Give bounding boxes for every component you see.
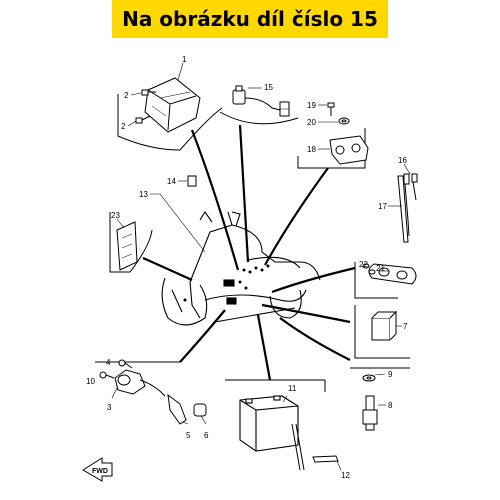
wire-harness-dots [183, 264, 270, 302]
callout-13: 13 [139, 190, 148, 199]
bracket-part-21 [368, 263, 417, 285]
callout-15: 15 [264, 83, 273, 92]
callout-8: 8 [388, 401, 393, 410]
cable-tie-part-16 [403, 173, 418, 237]
bolt-part-4 [118, 359, 133, 369]
reflector-part-23 [116, 221, 138, 271]
fwd-arrow-icon: FWD [82, 457, 113, 482]
callout-9: 9 [388, 370, 393, 379]
washer-part-20 [338, 117, 350, 125]
callout-5: 5 [186, 431, 191, 440]
callout-3: 3 [107, 403, 112, 412]
callout-17: 17 [378, 202, 387, 211]
callout-22: 22 [359, 260, 368, 269]
ecu-module-part-1 [144, 77, 201, 133]
screw-part-19 [327, 102, 335, 116]
cable-tie-part-17 [397, 175, 409, 243]
relay-part-7 [371, 310, 398, 341]
switch-part-8 [362, 395, 378, 431]
callout-12: 12 [341, 471, 350, 480]
callout-10: 10 [86, 377, 95, 386]
cover-part-6 [193, 403, 207, 417]
battery-strap-part-12 [312, 455, 339, 463]
spark-plug-cap-part-5 [167, 393, 187, 425]
callout-4: 4 [106, 358, 111, 367]
bolt-part-2-upper [141, 89, 156, 96]
callout-14: 14 [167, 177, 176, 186]
callout-19: 19 [307, 101, 316, 110]
relay-bracket-part-18 [329, 135, 369, 165]
sensor-connector-part-15 [232, 85, 290, 117]
callout-1: 1 [182, 55, 187, 64]
bolt-part-10 [99, 371, 115, 379]
callout-21: 21 [376, 264, 385, 273]
callout-11: 11 [288, 384, 297, 393]
scooter-outline [161, 211, 321, 326]
ignition-coil-part-3 [114, 369, 166, 397]
callout-labels: 1 2 2 15 19 20 18 16 17 14 13 23 21 22 7… [86, 55, 408, 480]
callout-18: 18 [307, 145, 316, 154]
callout-7: 7 [403, 322, 408, 331]
fwd-label: FWD [92, 468, 108, 475]
part-number-banner: Na obrázku díl číslo 15 [112, 0, 388, 38]
callout-6: 6 [204, 431, 209, 440]
callout-2-upper: 2 [124, 91, 129, 100]
grommet-part-22 [362, 263, 376, 275]
callout-23: 23 [111, 211, 120, 220]
bolt-part-2-lower [135, 115, 151, 124]
washer-part-9 [362, 374, 376, 382]
battery-part-11 [239, 395, 299, 452]
callout-2-lower: 2 [121, 122, 126, 131]
connector-lines [142, 124, 356, 381]
fuse-clip-part-14 [187, 175, 197, 187]
callout-20: 20 [307, 118, 316, 127]
callout-16: 16 [398, 156, 407, 165]
